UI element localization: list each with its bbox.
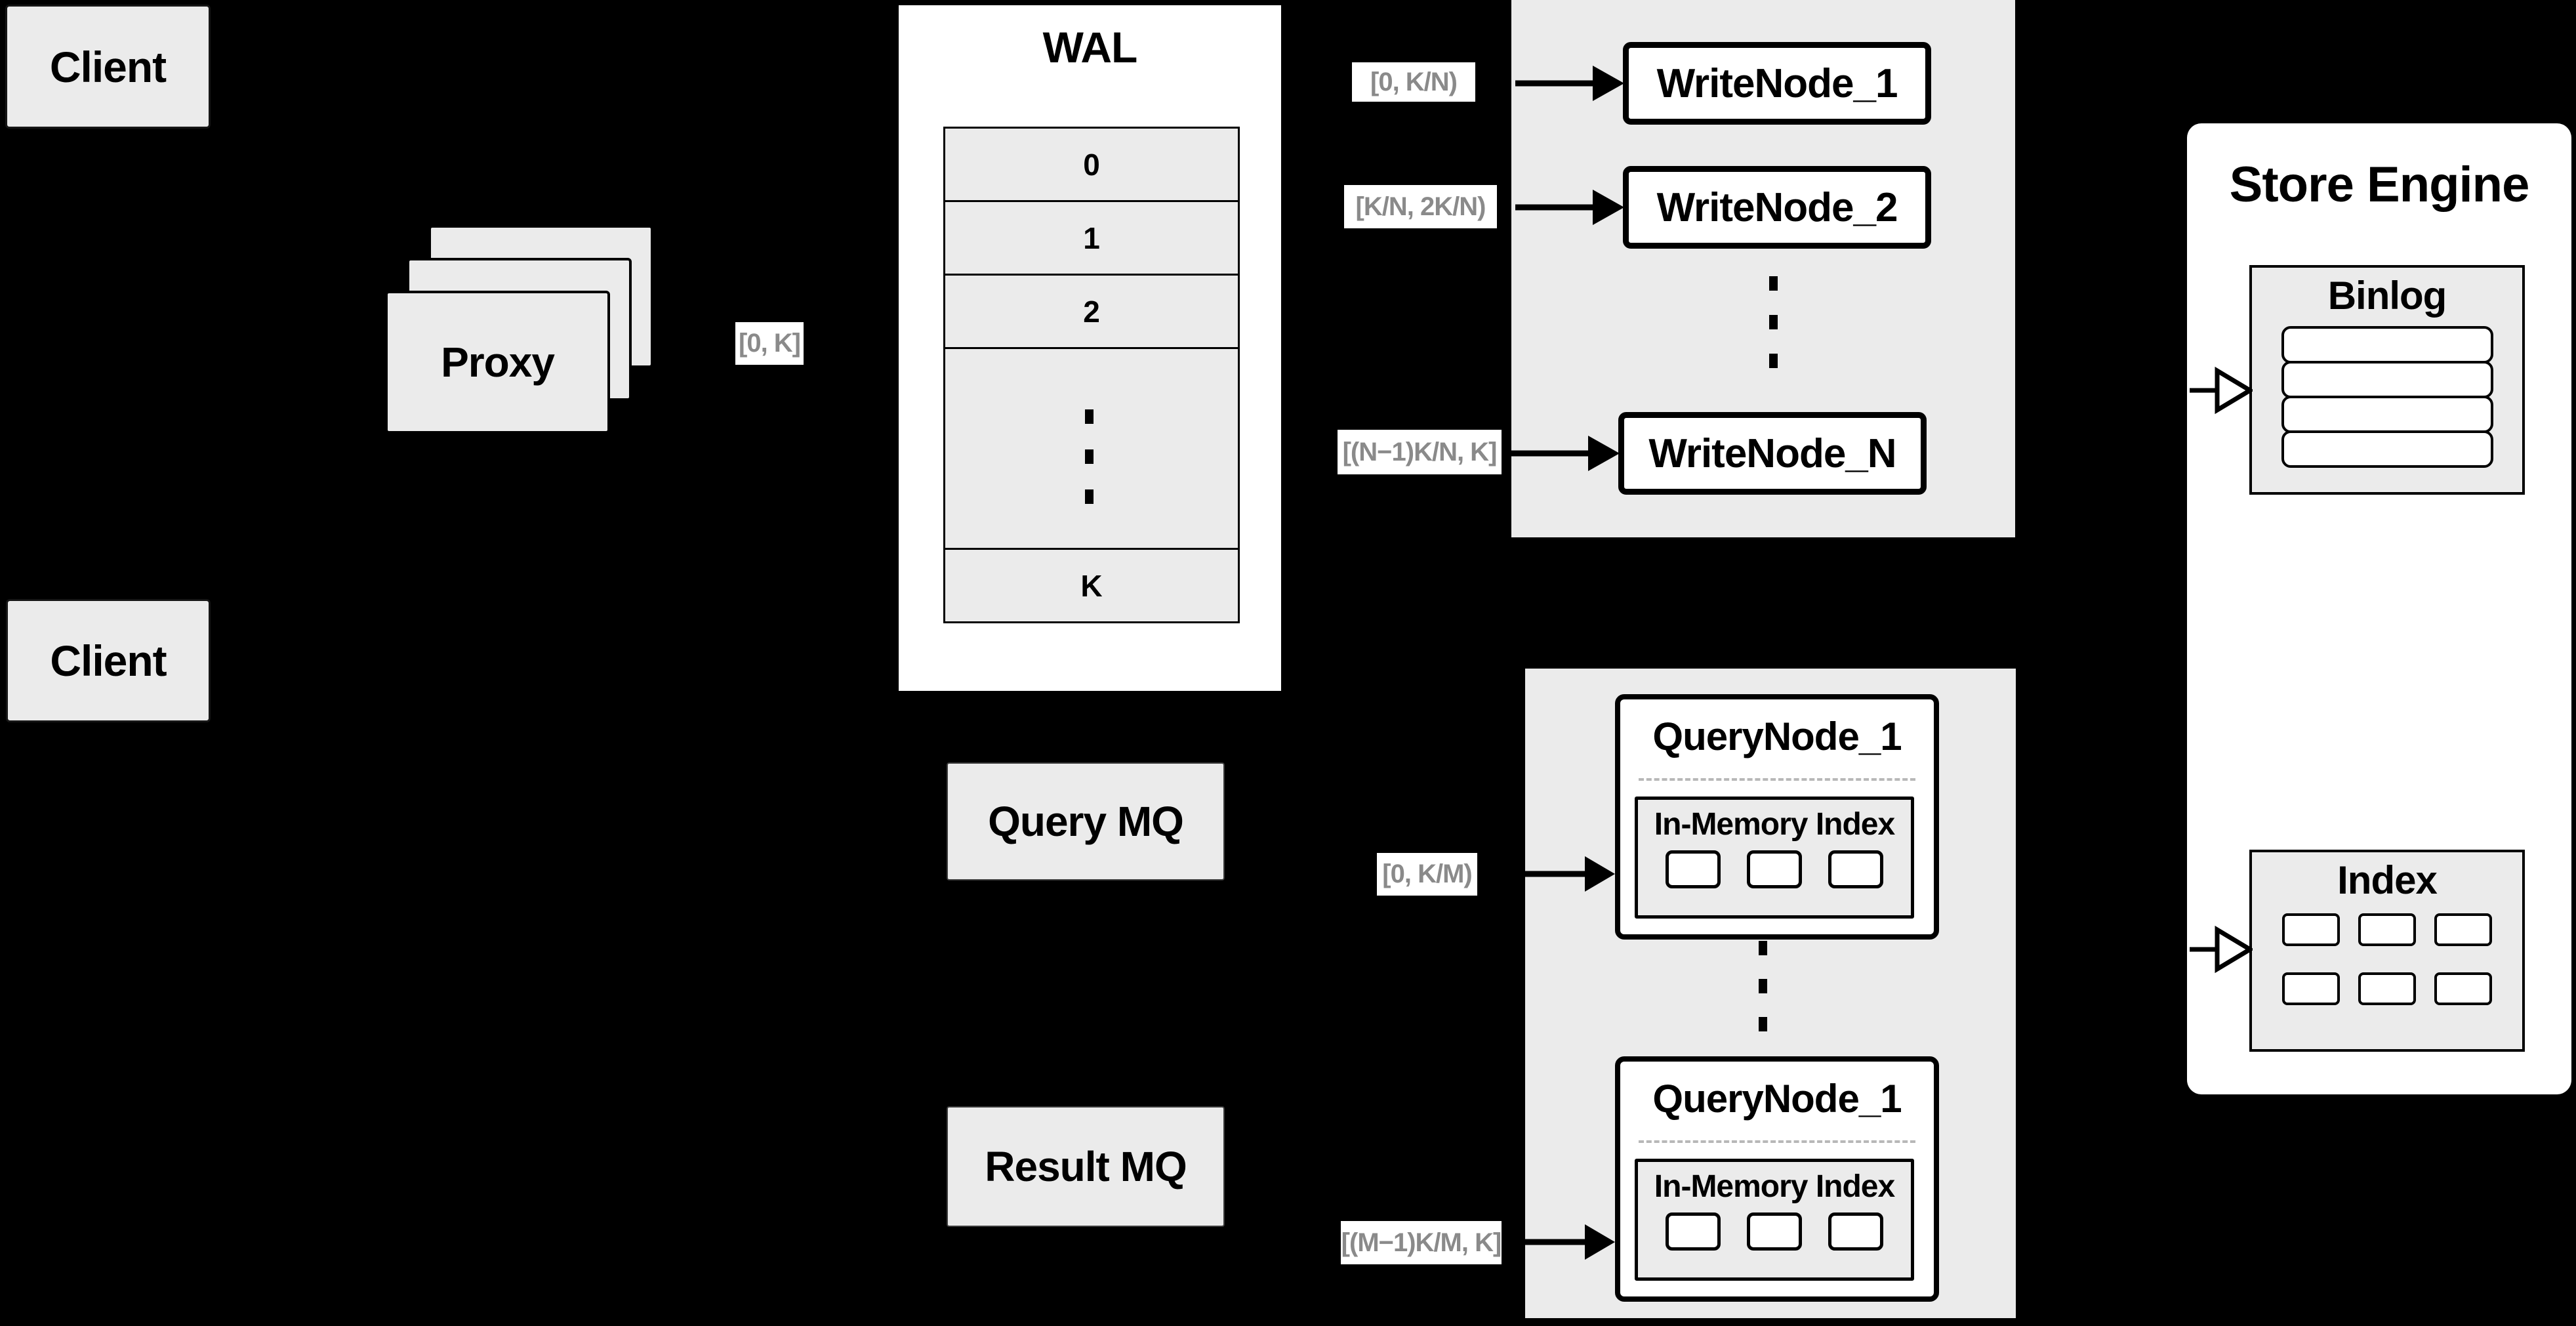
segment-square [1828, 1212, 1883, 1251]
query-mq-box: Query MQ [947, 762, 1225, 881]
store-engine-box: Store Engine Binlog Index [2187, 123, 2571, 1094]
range-label-write-2: [K/N, 2K/N) [1344, 185, 1497, 228]
dot [1085, 409, 1094, 424]
segment-squares [1638, 1212, 1911, 1251]
write-node-1-label: WriteNode_1 [1656, 60, 1898, 106]
wal-row-k: K [943, 548, 1240, 623]
binlog-row [2281, 326, 2493, 363]
client-box-bottom: Client [6, 599, 211, 722]
segment-square [1666, 1212, 1721, 1251]
dot [1769, 315, 1778, 329]
proxy-label: Proxy [441, 339, 555, 386]
index-cell [2358, 972, 2416, 1005]
query-node-bottom: QueryNode_1 In-Memory Index [1615, 1056, 1939, 1302]
query-nodes-ellipsis-dots [1759, 941, 1767, 1031]
range-label-proxy-to-wal: [0, K] [735, 322, 804, 365]
wal-ellipsis-dots [1085, 409, 1094, 504]
dot [1759, 979, 1767, 993]
index-cells [2252, 913, 2522, 1005]
write-node-2: WriteNode_2 [1623, 166, 1931, 249]
wal-segment-table: 0 1 2 K [943, 127, 1240, 623]
result-mq-box: Result MQ [947, 1106, 1225, 1227]
arrow-to-writenode-2 [1515, 190, 1624, 225]
proxy-card-front: Proxy [385, 291, 610, 434]
segment-square [1747, 850, 1802, 888]
query-node-top-title: QueryNode_1 [1652, 715, 1902, 758]
dot [1759, 1017, 1767, 1031]
binlog-row [2281, 430, 2493, 468]
wal-box: WAL 0 1 2 K [897, 3, 1283, 693]
arrow-to-binlog [2190, 366, 2253, 415]
arrow-to-writenode-1 [1515, 66, 1624, 101]
binlog-row [2281, 361, 2493, 398]
segment-square [1666, 850, 1721, 888]
query-node-bottom-title: QueryNode_1 [1652, 1077, 1902, 1121]
arrow-to-querynode-m [1524, 1224, 1615, 1260]
arrow-to-writenode-n [1511, 436, 1620, 471]
arrow-to-index [2190, 925, 2253, 974]
wal-title: WAL [1042, 23, 1138, 72]
dot [1085, 449, 1094, 464]
wal-row-2: 2 [943, 274, 1240, 349]
range-label-write-1: [0, K/N) [1352, 62, 1475, 102]
wal-row-ellipsis [943, 347, 1240, 550]
index-cell [2282, 972, 2340, 1005]
segment-square [1828, 850, 1883, 888]
range-label-query-m: [(M−1)K/M, K] [1341, 1221, 1502, 1264]
dot [1769, 354, 1778, 368]
result-mq-label: Result MQ [985, 1143, 1187, 1190]
store-engine-title: Store Engine [2229, 157, 2530, 213]
client-box-top: Client [5, 5, 211, 129]
in-memory-index-title: In-Memory Index [1654, 807, 1895, 842]
dot [1769, 276, 1778, 291]
index-title: Index [2337, 858, 2438, 902]
binlog-box: Binlog [2249, 265, 2525, 495]
index-box: Index [2249, 850, 2525, 1052]
client-top-label: Client [49, 42, 167, 91]
dot [1759, 941, 1767, 955]
binlog-row [2281, 396, 2493, 433]
in-memory-index-box-top: In-Memory Index [1635, 797, 1914, 919]
write-node-n-label: WriteNode_N [1648, 430, 1896, 476]
index-cell [2434, 913, 2492, 946]
range-label-write-n: [(N−1)K/N, K] [1338, 430, 1502, 474]
dashed-divider [1639, 778, 1915, 781]
wal-row-0: 0 [943, 127, 1240, 202]
write-node-n: WriteNode_N [1618, 412, 1927, 495]
range-label-query-1: [0, K/M) [1377, 853, 1477, 896]
dashed-divider [1639, 1140, 1915, 1143]
segment-square [1747, 1212, 1802, 1251]
index-cell [2434, 972, 2492, 1005]
write-nodes-ellipsis-dots [1769, 276, 1778, 368]
in-memory-index-box-bottom: In-Memory Index [1635, 1159, 1914, 1281]
dot [1085, 489, 1094, 504]
write-node-2-label: WriteNode_2 [1656, 184, 1898, 230]
wal-row-1: 1 [943, 200, 1240, 276]
arrow-to-querynode-1 [1524, 856, 1615, 892]
write-node-1: WriteNode_1 [1623, 42, 1931, 125]
in-memory-index-title: In-Memory Index [1654, 1169, 1895, 1204]
query-node-top: QueryNode_1 In-Memory Index [1615, 694, 1939, 940]
client-bottom-label: Client [50, 636, 167, 685]
index-cell [2358, 913, 2416, 946]
binlog-rows [2252, 326, 2522, 468]
index-cell [2282, 913, 2340, 946]
segment-squares [1638, 850, 1911, 888]
binlog-title: Binlog [2327, 274, 2447, 318]
query-mq-label: Query MQ [988, 798, 1184, 845]
